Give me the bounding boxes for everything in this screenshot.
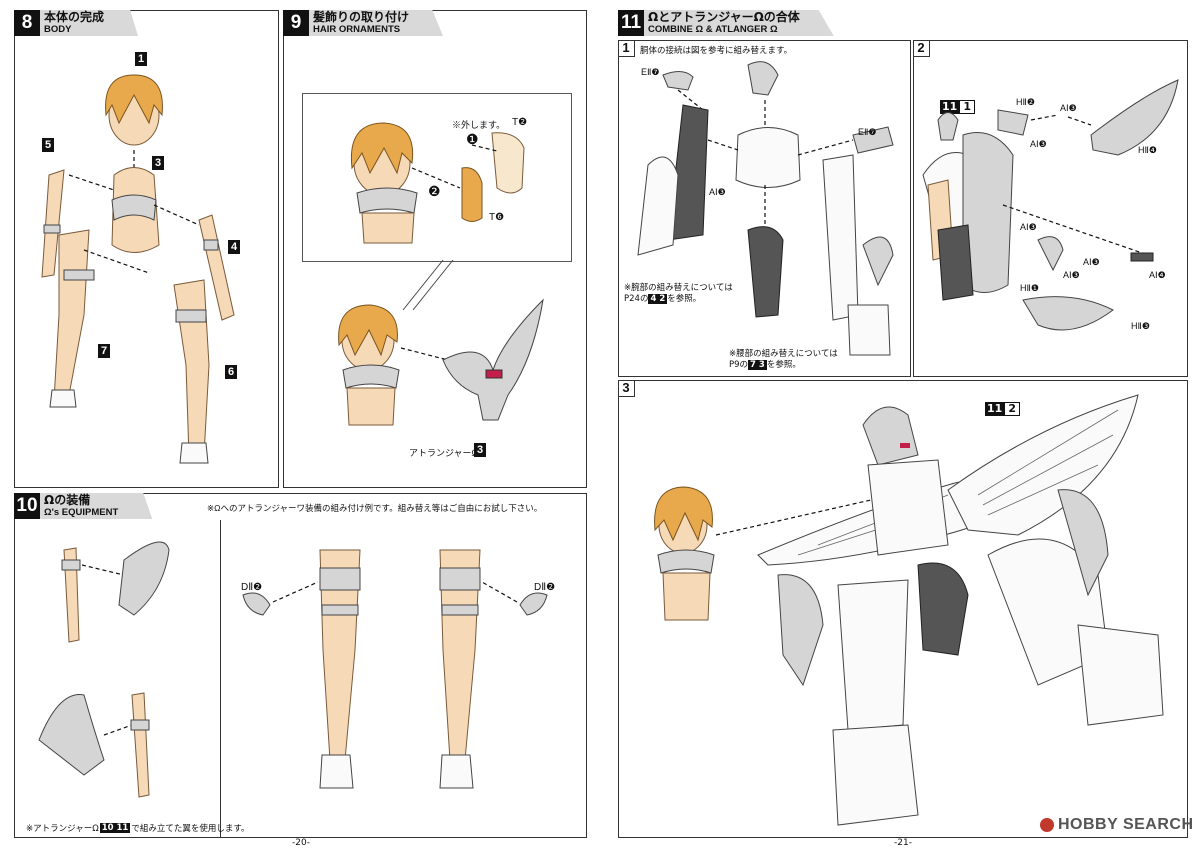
section-8-title-en: BODY <box>44 24 72 35</box>
d2-right-label: DⅡ❷ <box>534 582 556 593</box>
d2-left-label: DⅡ❷ <box>241 582 263 593</box>
watermark-logo: HOBBY SEARCH <box>1040 816 1194 834</box>
section-9-title-jp: 髪飾りの取り付け <box>313 10 410 24</box>
section-11-title-jp: ΩとアトランジャーΩの合体 <box>648 10 800 24</box>
hair-with-eagle-illustration <box>338 298 544 426</box>
body-assembly-illustration <box>41 74 235 464</box>
section-8-number: 8 <box>14 10 40 36</box>
part-4-tag: 4 <box>228 240 241 254</box>
part-5-tag: 5 <box>42 138 55 152</box>
wing-usage-note: ※アトランジャーΩ 10 11 で組み立てた翼を使用します。 <box>26 823 250 834</box>
a3-sub1-label: AⅠ❸ <box>709 187 726 197</box>
hair-detail-box <box>302 93 572 262</box>
substep-1-note: 胴体の接続は図を参考に組み替えます。 <box>640 45 793 55</box>
h2-label: HⅡ❷ <box>1016 97 1035 107</box>
part-7-tag: 7 <box>98 344 111 358</box>
substep-2-number: 2 <box>913 40 930 57</box>
equipment-note: ※Ωへのアトランジャーワ装備の組み付け例です。組み替え等はご自由にお試し下さい。 <box>207 503 543 513</box>
a4-label: AⅠ❹ <box>1149 270 1166 280</box>
section-9-panel <box>283 10 587 488</box>
section-10-title-jp: Ωの装備 <box>44 493 91 507</box>
wing-usage-tag: 10 11 <box>99 823 131 833</box>
a3-label-a: AⅠ❸ <box>1060 103 1077 113</box>
part-1-tag: 1 <box>135 52 148 66</box>
arm-ref-tag: 4 2 <box>648 294 668 304</box>
h3-label: HⅡ❸ <box>1131 321 1150 331</box>
section-9-title-en: HAIR ORNAMENTS <box>313 24 401 35</box>
body-connection-illustration <box>637 61 894 356</box>
section-10-divider <box>220 520 221 838</box>
section-10-title-en: Ω's EQUIPMENT <box>44 507 119 518</box>
section-8-title-jp: 本体の完成 <box>44 10 105 24</box>
section-11-title-en: COMBINE Ω & ATLANGER Ω <box>648 24 778 35</box>
h4-label: HⅡ❹ <box>1138 145 1157 155</box>
hair-ornament-removal-illustration <box>350 122 525 244</box>
step-2-marker: ❷ <box>428 183 441 199</box>
remove-note: ※外します。 <box>452 120 506 130</box>
page-number-left: -20- <box>292 838 310 848</box>
substep-3-number: 3 <box>618 380 635 397</box>
atlanger-label: アトランジャーΩ <box>409 448 479 458</box>
a3-label-c: AⅠ❸ <box>1020 222 1037 232</box>
a3-label-e: AⅠ❸ <box>1063 270 1080 280</box>
legs-equipment-illustration <box>242 549 548 789</box>
section-11-header: 11 ΩとアトランジャーΩの合体 COMBINE Ω & ATLANGER Ω <box>618 10 834 36</box>
page-number-right: -21- <box>894 838 912 848</box>
part-3-tag: 3 <box>152 156 165 170</box>
wing-attach-illustration <box>922 79 1179 331</box>
combined-figure-illustration <box>654 394 1164 826</box>
arm-wing-equipment-illustration <box>38 541 170 798</box>
e7-right-label: EⅡ❼ <box>858 127 877 137</box>
waist-ref-tag: 7 3 <box>748 360 767 370</box>
substep-3-ref: 11 2 <box>985 402 1020 416</box>
step-1-marker: ❶ <box>466 131 479 147</box>
section-10-header: 10 Ωの装備 Ω's EQUIPMENT <box>14 493 153 519</box>
t6-label: T❻ <box>489 212 505 223</box>
callout-line <box>402 259 454 311</box>
e7-left-label: EⅡ❼ <box>641 67 660 77</box>
substep-1-number: 1 <box>618 40 635 57</box>
t2-label: T❷ <box>512 117 528 128</box>
section-10-panel <box>14 493 587 838</box>
section-11-number: 11 <box>618 10 644 36</box>
watermark-icon <box>1040 818 1054 832</box>
a3-label-b: AⅠ❸ <box>1030 139 1047 149</box>
a3-label-d: AⅠ❸ <box>1083 257 1100 267</box>
atlanger-part-3-tag: 3 <box>474 443 487 457</box>
substep-2-ref: 11 1 <box>940 100 975 114</box>
h1-label: HⅡ❶ <box>1020 283 1039 293</box>
section-10-number: 10 <box>14 493 40 519</box>
section-9-number: 9 <box>283 10 309 36</box>
part-6-tag: 6 <box>225 365 238 379</box>
section-9-header: 9 髪飾りの取り付け HAIR ORNAMENTS <box>283 10 444 36</box>
section-8-header: 8 本体の完成 BODY <box>14 10 139 36</box>
